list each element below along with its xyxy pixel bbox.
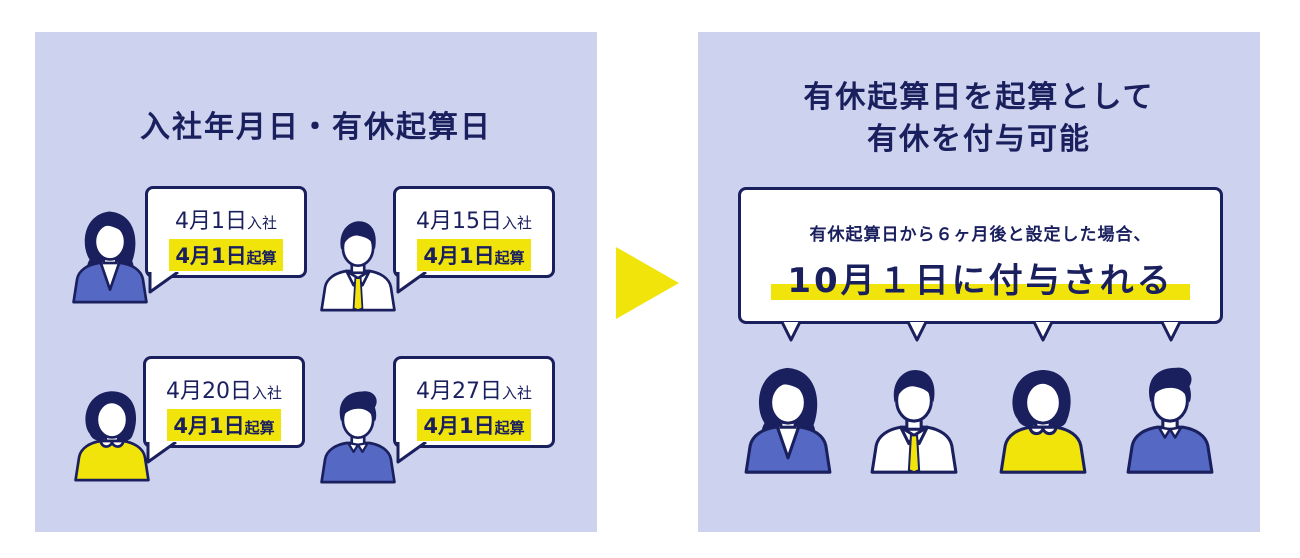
start-date-highlight: 4月1日起算 bbox=[417, 409, 531, 441]
person-man-tie-icon bbox=[318, 208, 398, 318]
grant-date-wrap: 10月１日に付与される bbox=[771, 253, 1190, 302]
person-man-blue-shirt-icon bbox=[1124, 354, 1216, 482]
start-label: 起算 bbox=[246, 249, 277, 267]
bubble-tail bbox=[780, 321, 802, 342]
person-man-tie-icon bbox=[868, 354, 960, 482]
start-date: 4月1日 bbox=[173, 414, 245, 438]
start-date-highlight: 4月1日起算 bbox=[167, 409, 281, 441]
bubble-tail bbox=[396, 272, 427, 294]
title-line-2: 有休を付与可能 bbox=[867, 122, 1091, 157]
join-label: 入社 bbox=[251, 384, 282, 402]
join-label: 入社 bbox=[501, 384, 532, 402]
start-date: 4月1日 bbox=[423, 244, 495, 268]
start-label: 起算 bbox=[494, 249, 525, 267]
person-man-blue-shirt-icon bbox=[318, 380, 398, 490]
join-date: 4月1日 bbox=[174, 209, 247, 234]
grant-date-highlight bbox=[771, 284, 1190, 300]
join-label: 入社 bbox=[501, 214, 532, 232]
start-label: 起算 bbox=[494, 419, 525, 437]
join-date: 4月15日 bbox=[415, 209, 502, 234]
grant-speech-bubble: 有休起算日から６ヶ月後と設定した場合、 10月１日に付与される bbox=[738, 187, 1223, 324]
start-label: 起算 bbox=[244, 419, 275, 437]
speech-bubble-employee-1: 4月1日入社 4月1日起算 bbox=[145, 186, 307, 278]
bubble-tail bbox=[1160, 321, 1182, 342]
right-panel-title: 有休起算日を起算として 有休を付与可能 bbox=[698, 77, 1260, 161]
bubble-tail bbox=[396, 442, 427, 464]
title-line-1: 有休起算日を起算として bbox=[803, 80, 1155, 115]
start-date-highlight: 4月1日起算 bbox=[169, 239, 283, 271]
speech-bubble-employee-4: 4月27日入社 4月1日起算 bbox=[393, 356, 555, 448]
join-date: 4月27日 bbox=[415, 379, 502, 404]
join-date: 4月20日 bbox=[165, 379, 252, 404]
play-triangle-icon bbox=[616, 247, 679, 319]
grant-condition-text: 有休起算日から６ヶ月後と設定した場合、 bbox=[809, 225, 1152, 245]
person-woman-long-hair-icon bbox=[742, 354, 834, 482]
speech-bubble-employee-3: 4月20日入社 4月1日起算 bbox=[143, 356, 305, 448]
start-date-highlight: 4月1日起算 bbox=[417, 239, 531, 271]
person-woman-short-hair-icon bbox=[72, 378, 152, 488]
bubble-tail bbox=[148, 272, 179, 294]
start-date: 4月1日 bbox=[423, 414, 495, 438]
bubble-tail bbox=[1032, 321, 1054, 342]
grant-date-text: 10月１日に付与される bbox=[787, 261, 1174, 301]
person-woman-short-hair-icon bbox=[997, 354, 1089, 482]
bubble-tail bbox=[906, 321, 928, 342]
person-woman-long-hair-icon bbox=[70, 200, 150, 310]
join-label: 入社 bbox=[246, 214, 277, 232]
speech-bubble-employee-2: 4月15日入社 4月1日起算 bbox=[393, 186, 555, 278]
bubble-tail bbox=[146, 442, 177, 464]
start-date: 4月1日 bbox=[175, 244, 247, 268]
left-panel-title: 入社年月日・有休起算日 bbox=[140, 110, 492, 145]
